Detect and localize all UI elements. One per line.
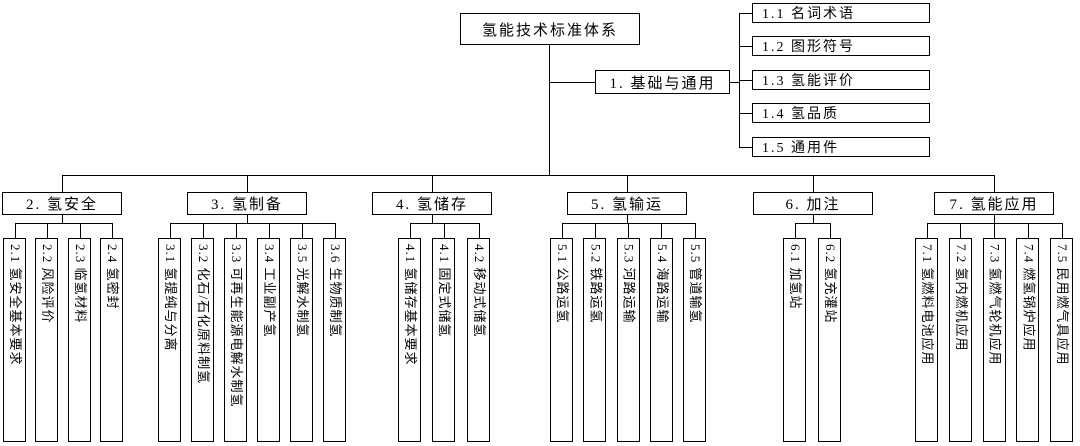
leaf-node: 3.6 生物质制氢 bbox=[323, 238, 346, 442]
leaf-stub bbox=[628, 223, 629, 238]
branch-top-stub bbox=[813, 175, 814, 192]
branch1-child-stub bbox=[739, 147, 752, 148]
leaf-stub bbox=[301, 223, 303, 238]
leaf-node: 5.5 管道输氢 bbox=[683, 238, 706, 442]
leaf-stub bbox=[561, 223, 563, 238]
leaf-stub bbox=[994, 223, 995, 238]
leaf-stub bbox=[960, 223, 962, 238]
leaf-node: 4.2 移动式储氢 bbox=[467, 238, 490, 442]
leaf-stub bbox=[1027, 223, 1029, 238]
basics-child-node: 1.3 氢能评价 bbox=[752, 70, 930, 90]
leaf-node: 5.1 公路运氢 bbox=[550, 238, 573, 442]
leaf-node: 2.1 氢安全基本要求 bbox=[3, 238, 26, 442]
leaf-stub bbox=[235, 223, 237, 238]
leaf-node: 3.2 化石/石化原料制氢 bbox=[191, 238, 214, 442]
leaf-stub bbox=[409, 223, 411, 238]
leaf-stub bbox=[661, 223, 663, 238]
basics-child-node: 1.4 氢品质 bbox=[752, 103, 930, 123]
leaf-node: 4.1 氢储存基本要求 bbox=[398, 238, 421, 442]
leaf-node: 7.5 民用燃气具应用 bbox=[1050, 238, 1073, 442]
leaf-node: 3.5 光解水制氢 bbox=[290, 238, 313, 442]
branch-top-stub bbox=[247, 175, 248, 192]
branch-top-stub bbox=[994, 175, 995, 192]
branch1-right-connector bbox=[730, 82, 739, 83]
root-trunk-line bbox=[549, 45, 550, 175]
leaf-node: 7.4 燃氢锅炉应用 bbox=[1016, 238, 1040, 442]
branch1-left-connector bbox=[549, 82, 595, 83]
leaf-stub bbox=[79, 223, 81, 238]
main-bus-line bbox=[62, 175, 994, 176]
leaf-node: 6.2 氢充灌站 bbox=[818, 238, 841, 442]
branch-top-stub bbox=[432, 175, 433, 192]
branch-node: 2. 氢安全 bbox=[2, 192, 122, 215]
leaf-stub bbox=[594, 223, 596, 238]
branch-bottom-stub bbox=[62, 215, 63, 223]
leaf-stub bbox=[1061, 223, 1063, 238]
leaf-node: 3.4 工业副产氢 bbox=[257, 238, 280, 442]
leaf-node: 2.4 氢密封 bbox=[100, 238, 123, 442]
leaf-stub bbox=[111, 223, 113, 238]
basics-child-node: 1.1 名词术语 bbox=[752, 3, 930, 23]
basics-child-node: 1.2 图形符号 bbox=[752, 36, 930, 56]
branch1-child-stub bbox=[739, 46, 752, 47]
leaf-stub bbox=[443, 223, 445, 238]
leaf-node: 6.1 加氢站 bbox=[783, 238, 806, 442]
leaf-stub bbox=[794, 223, 796, 238]
branch-bottom-stub bbox=[627, 215, 628, 223]
leaf-stub bbox=[202, 223, 204, 238]
leaf-stub bbox=[268, 223, 270, 238]
branch1-child-stub bbox=[739, 80, 752, 81]
leaf-node: 7.2 氢内燃机应用 bbox=[948, 238, 972, 442]
branch-sub-bus-line bbox=[794, 223, 830, 224]
branch-sub-bus-line bbox=[14, 223, 112, 224]
leaf-node: 3.3 可再生能源电解水制氢 bbox=[224, 238, 247, 442]
leaf-stub bbox=[334, 223, 336, 238]
leaf-node: 5.4 海路运输 bbox=[649, 238, 673, 442]
branch-bottom-stub bbox=[432, 215, 433, 223]
leaf-stub bbox=[478, 223, 480, 238]
branch-top-stub bbox=[627, 175, 628, 192]
branch-node: 3. 氢制备 bbox=[187, 192, 307, 215]
branch1-child-stub bbox=[739, 13, 752, 14]
leaf-stub bbox=[169, 223, 171, 238]
branch1-child-stub bbox=[739, 113, 752, 114]
leaf-node: 2.3 临氢材料 bbox=[68, 238, 91, 442]
leaf-node: 3.1 氢提纯与分离 bbox=[158, 238, 181, 442]
branch-node: 7. 氢能应用 bbox=[934, 192, 1054, 215]
branch-node: 6. 加注 bbox=[753, 192, 873, 215]
leaf-stub bbox=[829, 223, 831, 238]
leaf-node: 5.3 河路运输 bbox=[616, 238, 640, 442]
branch-bottom-stub bbox=[994, 215, 995, 223]
branch-sub-bus-line bbox=[169, 223, 335, 224]
basics-child-node: 1.5 通用件 bbox=[752, 137, 930, 157]
leaf-stub bbox=[46, 223, 48, 238]
branch-node: 5. 氢输运 bbox=[567, 192, 687, 215]
leaf-stub bbox=[926, 223, 928, 238]
branch-top-stub bbox=[62, 175, 63, 192]
branch-node: 4. 氢储存 bbox=[372, 192, 492, 215]
leaf-node: 7.3 氢燃气轮机应用 bbox=[982, 238, 1006, 442]
branch-bottom-stub bbox=[247, 215, 248, 223]
leaf-node: 4.1 固定式储氢 bbox=[432, 238, 455, 442]
leaf-node: 2.2 风险评价 bbox=[35, 238, 58, 442]
leaf-stub bbox=[694, 223, 696, 238]
branch-node-basics: 1. 基础与通用 bbox=[595, 70, 730, 94]
branch-bottom-stub bbox=[813, 215, 814, 223]
leaf-stub bbox=[14, 223, 16, 238]
leaf-node: 5.2 铁路运氢 bbox=[583, 238, 607, 442]
root-node: 氢能技术标准体系 bbox=[460, 13, 640, 45]
leaf-node: 7.1 氢燃料电池应用 bbox=[915, 238, 938, 442]
